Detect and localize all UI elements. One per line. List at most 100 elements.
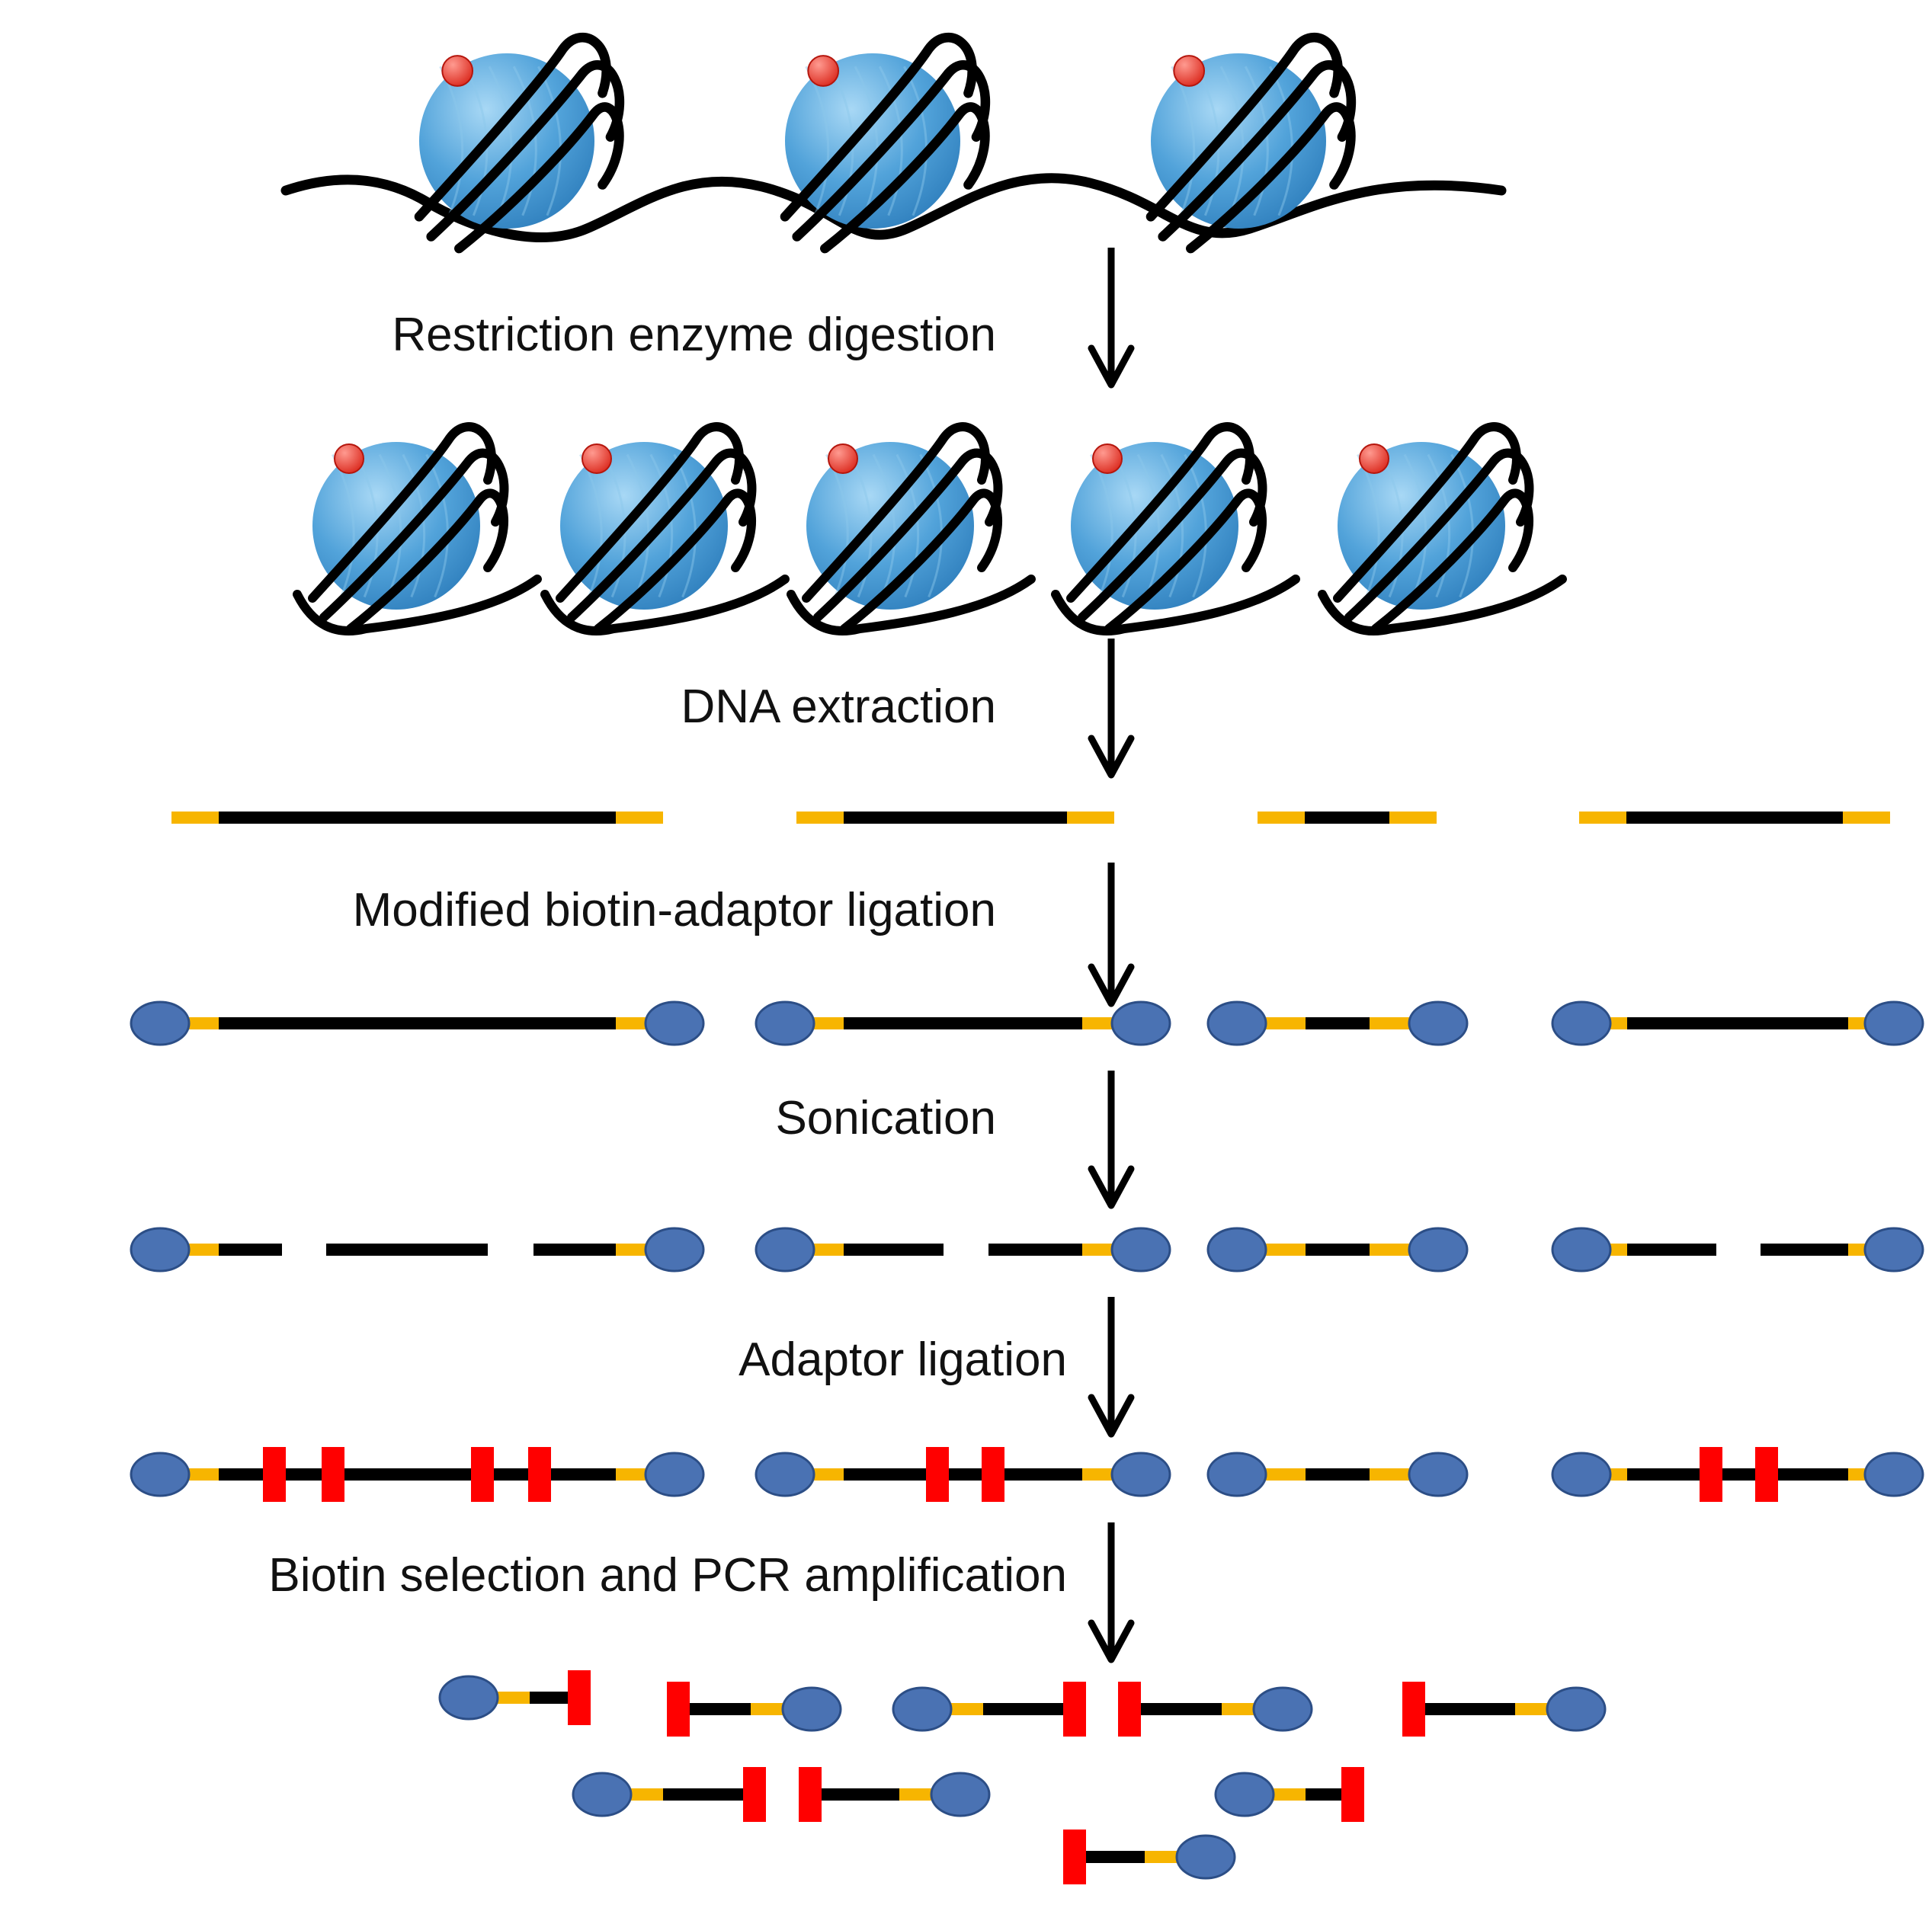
dna-linker-tail: [293, 575, 542, 635]
arrow-head: [1088, 344, 1135, 389]
biotin-bead: [1206, 1227, 1267, 1273]
biotin-bead: [438, 1675, 499, 1721]
biotin-bead: [130, 1000, 191, 1046]
dna-wrap: [319, 448, 509, 622]
dna-wrap: [414, 32, 611, 222]
nucleosome: [780, 32, 991, 254]
biotin-bead: [644, 1452, 705, 1497]
histone-methylation-mark: [334, 443, 364, 474]
histone-core: [1338, 442, 1505, 610]
biotin-bead: [1206, 1000, 1267, 1046]
histone-stripe: [805, 66, 830, 216]
histone-stripe: [1136, 453, 1161, 598]
dna-wrap: [1078, 448, 1267, 622]
biotin-bead: [1252, 1686, 1313, 1732]
dna-wrap: [567, 448, 757, 622]
sequencing-adaptor: [1341, 1767, 1364, 1822]
dna-wrap: [792, 60, 991, 242]
dna-wrap: [802, 422, 990, 603]
biotin-bead: [755, 1452, 815, 1497]
dna-wrap: [780, 32, 977, 222]
arrow-head: [1088, 963, 1135, 1007]
histone-stripe: [1403, 453, 1427, 598]
histone-methylation-mark: [1173, 55, 1206, 87]
sequencing-adaptor: [667, 1682, 690, 1737]
dna-wrap: [426, 60, 625, 242]
histone-stripe: [919, 453, 943, 598]
histone-stripe: [903, 66, 928, 216]
histone-stripe: [626, 453, 650, 598]
histone-stripe: [537, 66, 562, 216]
histone-stripe: [1244, 66, 1269, 216]
biotin-bead: [1546, 1686, 1607, 1732]
histone-stripe: [649, 453, 674, 598]
step-label-sonication: Sonication: [775, 1092, 996, 1144]
biotin-bead: [1110, 1000, 1171, 1046]
histone-core: [312, 442, 480, 610]
biotin-bead: [930, 1772, 991, 1817]
dna-wrap: [813, 448, 1003, 622]
dna-wrap: [1158, 60, 1357, 242]
histone-stripe: [425, 453, 449, 598]
sequencing-adaptor: [568, 1670, 591, 1725]
histone-methylation-mark: [441, 55, 474, 87]
histone-stripe: [512, 66, 537, 216]
biotin-bead: [1110, 1227, 1171, 1273]
biotin-bead: [1408, 1227, 1469, 1273]
sequencing-adaptor: [263, 1447, 286, 1502]
dna-wrap: [454, 102, 624, 254]
dna-wrap: [819, 102, 990, 254]
biotin-bead: [572, 1772, 633, 1817]
histone-stripe: [825, 453, 849, 598]
sequencing-adaptor: [926, 1447, 949, 1502]
biotin-bead: [1551, 1227, 1612, 1273]
histone-stripe: [872, 453, 896, 598]
sequencing-adaptor: [1755, 1447, 1778, 1502]
histone-stripe: [1090, 453, 1113, 598]
histone-stripe: [579, 453, 603, 598]
biotin-bead: [1110, 1452, 1171, 1497]
biotin-bead: [1408, 1000, 1469, 1046]
biotin-bead: [1551, 1452, 1612, 1497]
nucleosome: [1318, 422, 1567, 635]
nucleosome: [540, 422, 790, 635]
histone-stripe: [1219, 66, 1245, 216]
sequencing-adaptor: [471, 1447, 494, 1502]
process-arrow: [1088, 639, 1135, 779]
step-label-biotin-selection-pcr: Biotin selection and PCR amplification: [268, 1549, 1067, 1602]
histone-core: [560, 442, 728, 610]
dna-wrap: [594, 488, 756, 633]
process-arrow: [1088, 1522, 1135, 1663]
arrow-head: [1088, 1619, 1135, 1663]
biotin-bead: [644, 1000, 705, 1046]
nucleosome: [1145, 32, 1357, 254]
histone-stripe: [1450, 453, 1474, 598]
process-arrow: [1088, 1297, 1135, 1438]
biotin-bead: [130, 1452, 191, 1497]
histone-core: [1151, 53, 1326, 229]
sequencing-adaptor: [1700, 1447, 1722, 1502]
histone-stripe: [1427, 453, 1451, 598]
sequencing-adaptor: [528, 1447, 551, 1502]
histone-methylation-mark: [828, 443, 858, 474]
sequencing-adaptor: [1063, 1682, 1086, 1737]
step-label-dna-extraction: DNA extraction: [681, 680, 996, 733]
dna-wrap: [1145, 32, 1343, 222]
dna-linker-tail: [540, 575, 790, 635]
biotin-bead: [1863, 1227, 1924, 1273]
process-arrow: [1088, 863, 1135, 1007]
sequencing-adaptor: [1063, 1830, 1086, 1884]
sequencing-adaptor: [322, 1447, 344, 1502]
histone-stripe: [1184, 453, 1207, 598]
sequencing-adaptor: [743, 1767, 766, 1822]
dna-wrap: [1104, 488, 1267, 633]
sequencing-adaptor: [1402, 1682, 1425, 1737]
sequencing-adaptor: [1118, 1682, 1141, 1737]
histone-core: [806, 442, 974, 610]
step-label-adaptor-ligation: Adaptor ligation: [739, 1333, 1067, 1386]
biotin-bead: [892, 1686, 953, 1732]
dna-wrap: [1371, 488, 1533, 633]
biotin-bead: [130, 1227, 191, 1273]
histone-core: [419, 53, 594, 229]
dna-linker-tail: [787, 575, 1036, 635]
